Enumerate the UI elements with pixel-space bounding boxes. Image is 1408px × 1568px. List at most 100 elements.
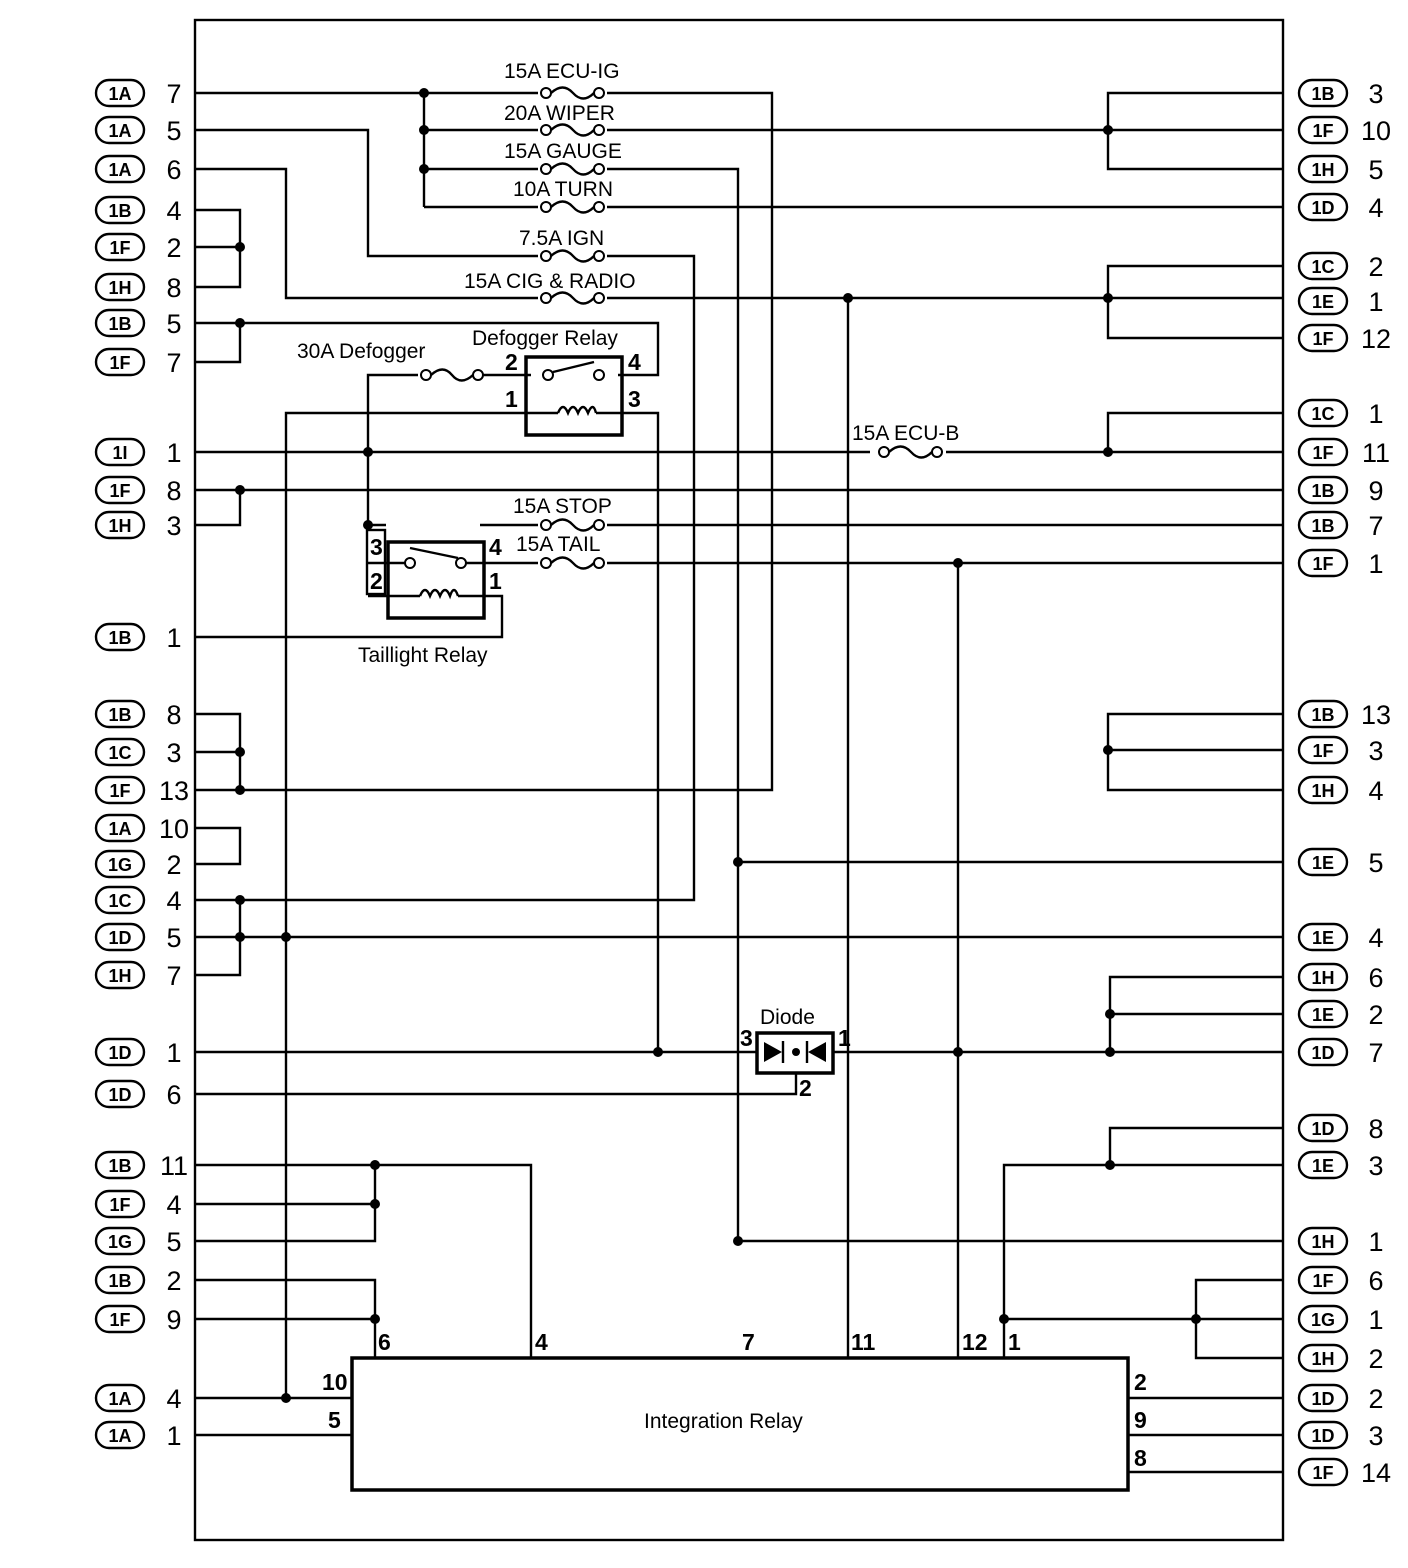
connector-code: 1F: [109, 1310, 130, 1330]
connector-badge: [94, 699, 146, 729]
connector-pin: 6: [1368, 1266, 1383, 1296]
connector-code: 1F: [1312, 1463, 1333, 1483]
connector-badge: [94, 737, 146, 767]
connector-code: 1F: [1312, 121, 1333, 141]
connector-badge: [94, 154, 146, 184]
connector-code: 1D: [1311, 1426, 1334, 1446]
connector-pin: 6: [1368, 963, 1383, 993]
relay-pin: 4: [489, 534, 502, 560]
connector-code: 1D: [108, 1043, 131, 1063]
fuse-label: 15A ECU-B: [852, 422, 959, 445]
connector-pin: 1: [1368, 549, 1383, 579]
relay-pin: 5: [328, 1407, 341, 1433]
connector-pin: 11: [1362, 438, 1390, 468]
connector-badge: [94, 922, 146, 952]
connector-pin: 2: [1368, 1000, 1383, 1030]
fuse-label: 10A TURN: [513, 178, 613, 201]
connector-badge: [1297, 735, 1349, 765]
connector-code: 1C: [1311, 404, 1334, 424]
connector-pin: 3: [166, 738, 181, 768]
connector-pin: 1: [166, 623, 181, 653]
connector-pin: 5: [166, 1227, 181, 1257]
connector-pin: 6: [166, 1080, 181, 1110]
connector-pin: 2: [1368, 1384, 1383, 1414]
connector-badge: [1297, 922, 1349, 952]
connector-code: 1F: [1312, 741, 1333, 761]
connector-code: 1B: [108, 705, 131, 725]
connector-badge: [94, 885, 146, 915]
connector-pin: 1: [1368, 1227, 1383, 1257]
right-connector-terminal: 1F 11: [1297, 437, 1390, 468]
left-connector-terminal: 1F 4: [94, 1189, 182, 1220]
connector-pin: 4: [1368, 923, 1383, 953]
fuse-label: 20A WIPER: [504, 102, 615, 125]
fuse-ign: [540, 249, 605, 263]
fuse-label: 15A ECU-IG: [504, 60, 620, 83]
defogger-relay-label: Defogger Relay: [472, 327, 618, 350]
relay-pin: 2: [370, 568, 383, 594]
connector-badge: [1297, 548, 1349, 578]
connector-pin: 7: [166, 348, 181, 378]
connector-code: 1D: [1311, 198, 1334, 218]
fuse-labels: 15A ECU-IG 20A WIPER 15A GAUGE 10A TURN …: [297, 60, 959, 556]
connector-pin: 10: [1361, 116, 1391, 146]
connector-code: 1F: [109, 481, 130, 501]
connector-pin: 1: [1368, 1305, 1383, 1335]
connector-pin: 4: [166, 1190, 181, 1220]
connector-code: 1D: [1311, 1119, 1334, 1139]
connector-code: 1E: [1312, 928, 1334, 948]
splice-dots: [235, 88, 1201, 1403]
connector-pin: 1: [166, 1038, 181, 1068]
right-connector-terminal: 1F 10: [1297, 115, 1391, 146]
connector-code: 1E: [1312, 1005, 1334, 1025]
relay-pin: 3: [370, 534, 383, 560]
connector-pin: 8: [166, 273, 181, 303]
connector-code: 1B: [1311, 705, 1334, 725]
defogger-relay: Defogger Relay 2 4 1 3: [472, 327, 641, 437]
connector-code: 1H: [1311, 1349, 1334, 1369]
fuse-defogger: [420, 368, 484, 382]
connector-code: 1F: [1312, 443, 1333, 463]
wires: [195, 91, 1283, 1474]
connector-code: 1E: [1312, 292, 1334, 312]
connector-code: 1F: [109, 781, 130, 801]
connector-pin: 1: [166, 438, 181, 468]
relay-pin: 3: [628, 386, 641, 412]
connector-pin: 9: [166, 1305, 181, 1335]
connector-code: 1F: [109, 1195, 130, 1215]
connector-badge: [1297, 999, 1349, 1029]
connector-pin: 7: [166, 961, 181, 991]
connector-pin: 3: [166, 511, 181, 541]
connector-badge: [94, 1420, 146, 1450]
connector-code: 1B: [108, 1156, 131, 1176]
relay-pin: 10: [322, 1369, 348, 1395]
connector-code: 1D: [108, 1085, 131, 1105]
relay-pin: 11: [851, 1329, 876, 1355]
relay-pin: 1: [1008, 1329, 1021, 1355]
connector-pin: 3: [1368, 1421, 1383, 1451]
connector-badge: [94, 78, 146, 108]
connector-pin: 1: [166, 1421, 181, 1451]
fuse-cig-radio: [540, 291, 605, 305]
connector-pin: 3: [1368, 79, 1383, 109]
connector-badge: [1297, 699, 1349, 729]
connector-badge: [94, 437, 146, 467]
relay-pin: 4: [628, 349, 641, 375]
connector-pin: 7: [1368, 1038, 1383, 1068]
connector-pin: 12: [1361, 324, 1391, 354]
connector-badge: [1297, 1420, 1349, 1450]
connector-badge: [1297, 251, 1349, 281]
connector-code: 1H: [108, 516, 131, 536]
right-connector-terminal: 1D 3: [1297, 1420, 1384, 1451]
